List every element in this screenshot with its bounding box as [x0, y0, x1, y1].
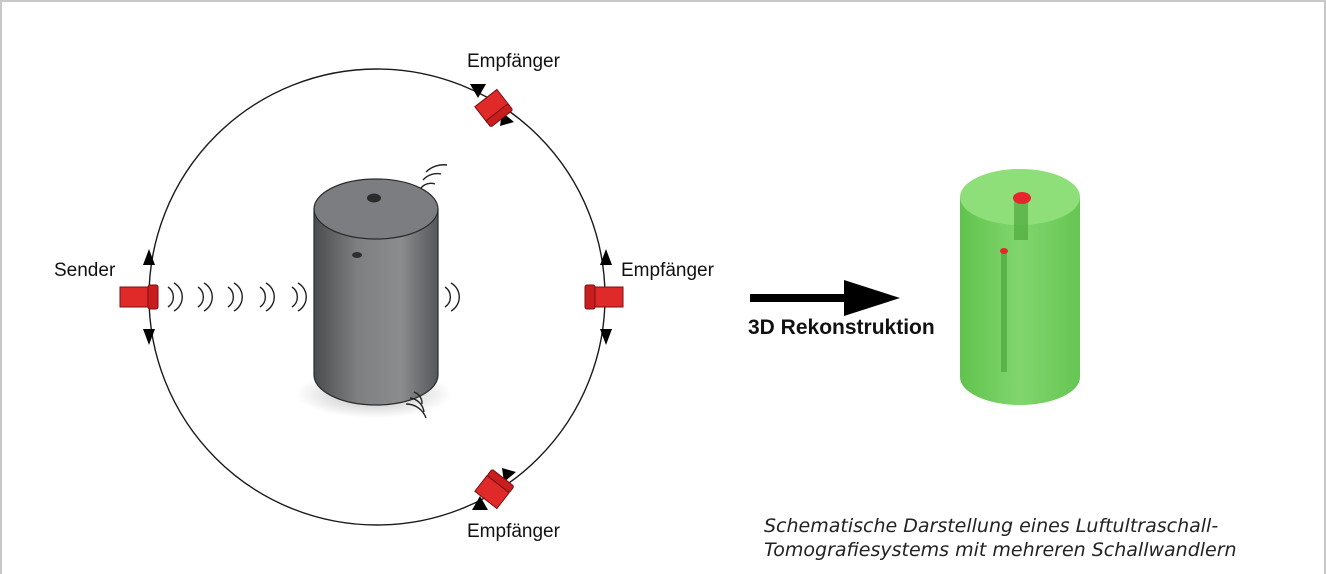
defect-hole-side: [352, 252, 362, 258]
receiver-transducer-bottom: [474, 469, 514, 510]
arrow-label-3d-reconstruction: 3D Rekonstruktion: [748, 316, 935, 339]
sound-waves-scattered: [405, 164, 460, 419]
reconstructed-defect-side: [1000, 248, 1008, 254]
reconstruction-cylinder: [960, 169, 1080, 405]
reconstructed-defect-channel-2: [1001, 252, 1007, 372]
label-receiver-top: Empfänger: [467, 51, 560, 72]
caption-line-1: Schematische Darstellung eines Luftultra…: [764, 515, 1219, 537]
receiver-transducer-top: [474, 88, 513, 127]
specimen-cylinder: [313, 178, 439, 406]
receiver-transducer-right: [584, 284, 624, 310]
label-receiver-bottom: Empfänger: [467, 521, 560, 542]
label-sender: Sender: [54, 260, 116, 281]
caption-line-2: Tomografiesystems mit mehreren Schallwan…: [764, 539, 1237, 561]
reconstruction-arrow: [750, 280, 900, 316]
figure-caption: Schematische Darstellung eines Luftultra…: [764, 514, 1237, 562]
defect-hole-top: [367, 193, 381, 203]
label-receiver-right: Empfänger: [621, 260, 714, 281]
sender-transducer: [119, 284, 159, 310]
sound-waves-sender: [167, 282, 307, 312]
reconstructed-defect-top: [1013, 192, 1031, 204]
reconstructed-defect-channel-1: [1014, 198, 1028, 240]
